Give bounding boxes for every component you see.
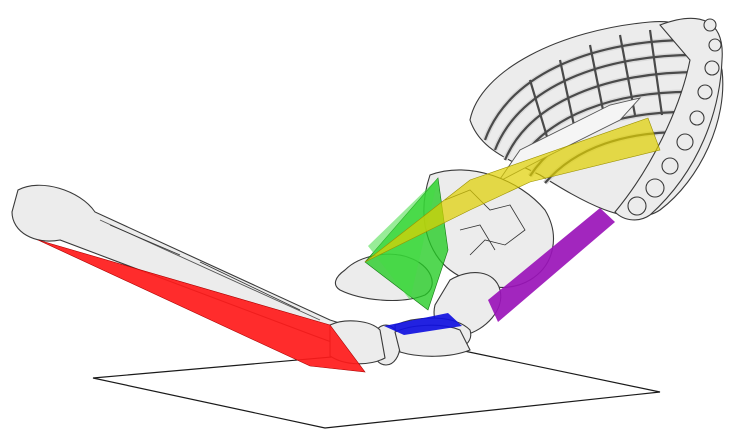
muscle-hamstring xyxy=(38,240,365,372)
